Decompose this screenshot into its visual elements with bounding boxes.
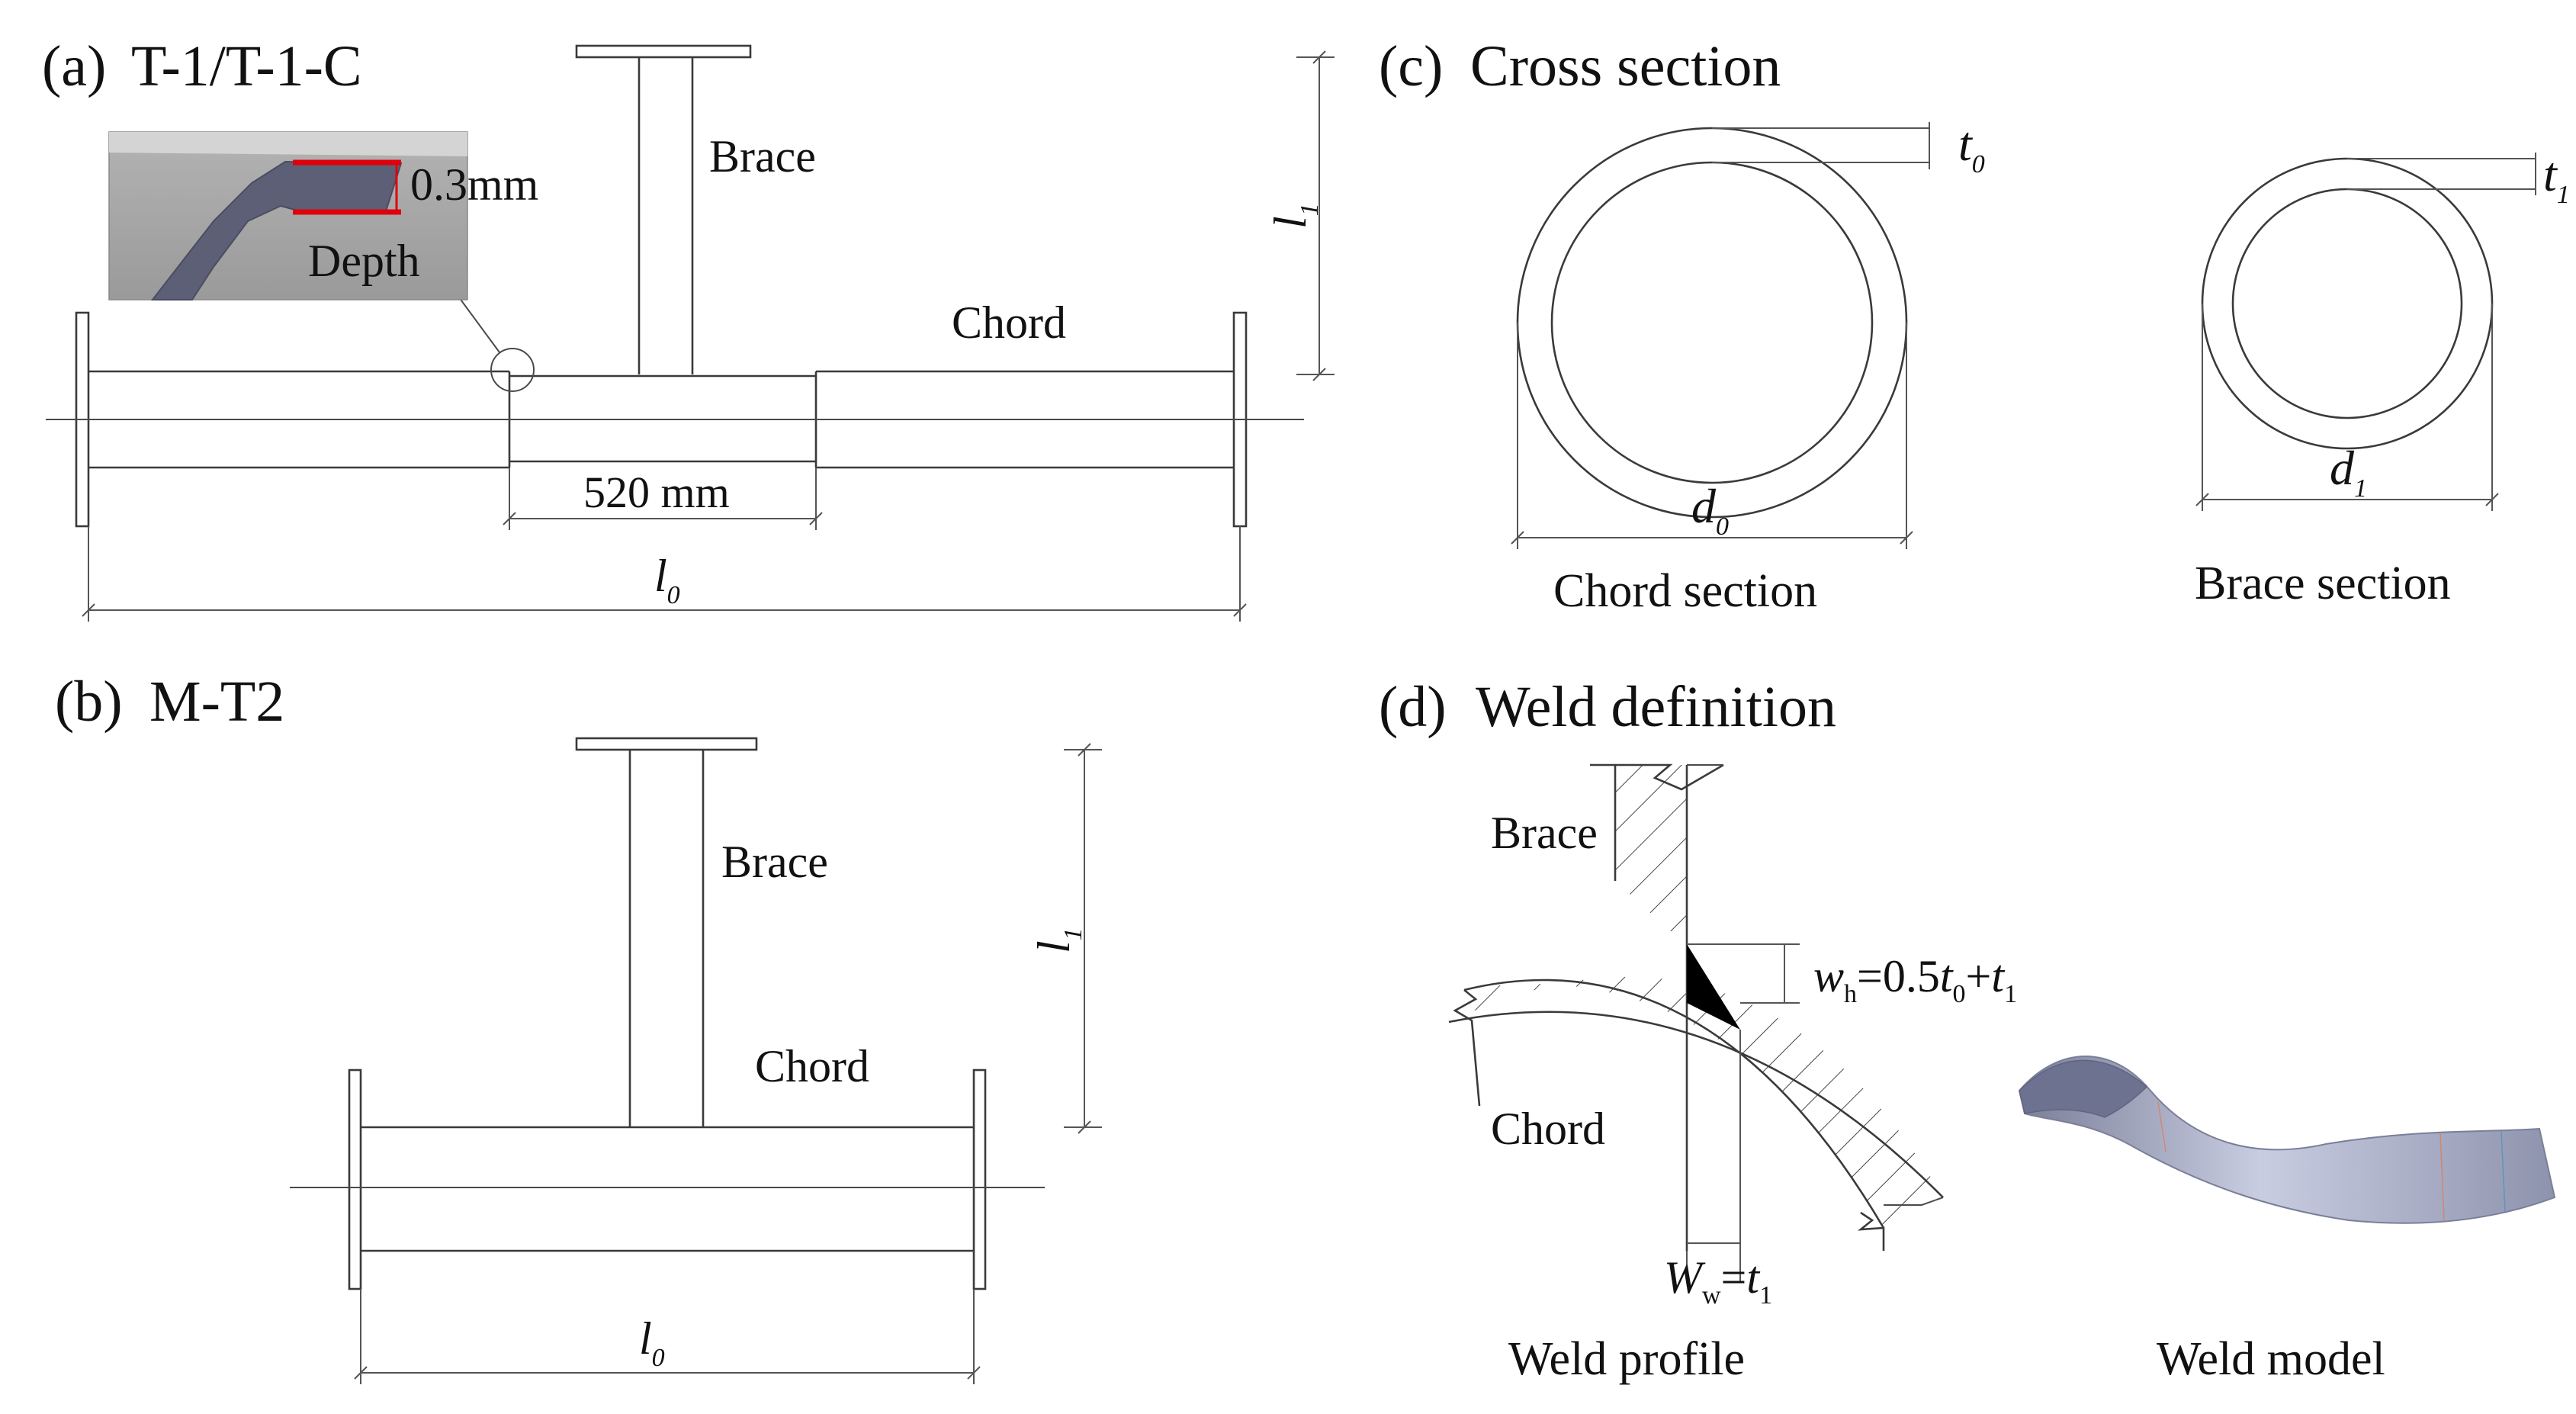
brace-label-b: Brace (721, 837, 828, 887)
crack-depth-label: Depth (308, 236, 420, 286)
dim-l1-a (1296, 50, 1335, 381)
panel-c-title: Cross section (1470, 34, 1781, 98)
chord-label-a: Chord (952, 297, 1066, 348)
panel-a-title: T-1/T-1-C (131, 34, 362, 98)
weld-profile-label: Weld profile (1508, 1333, 1745, 1385)
d1-label: d1 (2330, 441, 2367, 503)
weld-profile-drawing (1448, 763, 1944, 1281)
brace-b (575, 737, 758, 1127)
panel-d: (d) Weld definition (1379, 675, 2556, 1385)
crack-leader-line (458, 297, 500, 353)
panel-b: (b) M-T2 Brace Chord l0 (55, 670, 1102, 1384)
chord-b (290, 1069, 1045, 1290)
t0-label: t0 (1958, 117, 1985, 178)
panel-b-letter: (b) (55, 670, 123, 734)
l1-label-a: l1 (1265, 203, 1324, 229)
chord-section-drawing (1511, 122, 1930, 549)
l0-label-b: l0 (639, 1313, 665, 1372)
d0-label: d0 (1691, 479, 1729, 541)
l1-label-b: l1 (1029, 927, 1087, 953)
ww-formula: Ww=t1 (1664, 1252, 1772, 1310)
dim-520 (503, 468, 823, 530)
panel-c-letter: (c) (1379, 34, 1443, 98)
panel-a-letter: (a) (42, 34, 106, 98)
chord-section-label: Chord section (1553, 565, 1817, 617)
brace-section-drawing (2195, 153, 2536, 511)
wh-formula: wh=0.5t0+t1 (1813, 951, 2017, 1008)
panel-d-letter: (d) (1379, 675, 1447, 739)
dim-l0-b (354, 1289, 981, 1384)
chord-label-d: Chord (1491, 1104, 1605, 1154)
panel-b-title: M-T2 (149, 670, 284, 734)
crack-size-label: 0.3mm (410, 159, 538, 210)
panel-d-title: Weld definition (1476, 675, 1836, 739)
crack-inset: 0.3mm Depth (108, 131, 538, 300)
crack-detail-circle (490, 348, 535, 392)
weld-model-drawing (2018, 1056, 2556, 1224)
weld-bead (1687, 944, 1740, 1030)
t1-label: t1 (2543, 147, 2570, 209)
brace-section-label: Brace section (2195, 558, 2451, 609)
chord-a (46, 311, 1304, 528)
panel-c: (c) Cross section t0 d0 Chord section (1379, 34, 2570, 617)
dim-l1-b (1064, 743, 1102, 1134)
brace-a (575, 44, 752, 374)
brace-label-a: Brace (709, 131, 816, 182)
brace-label-d: Brace (1491, 808, 1598, 858)
segment-length-label: 520 mm (583, 468, 730, 517)
panel-a: (a) T-1/T-1-C Brace Chord (42, 34, 1335, 622)
chord-label-b: Chord (755, 1041, 869, 1091)
l0-label-a: l0 (654, 551, 680, 609)
dim-l0-a (82, 526, 1247, 622)
weld-model-label: Weld model (2157, 1333, 2385, 1385)
